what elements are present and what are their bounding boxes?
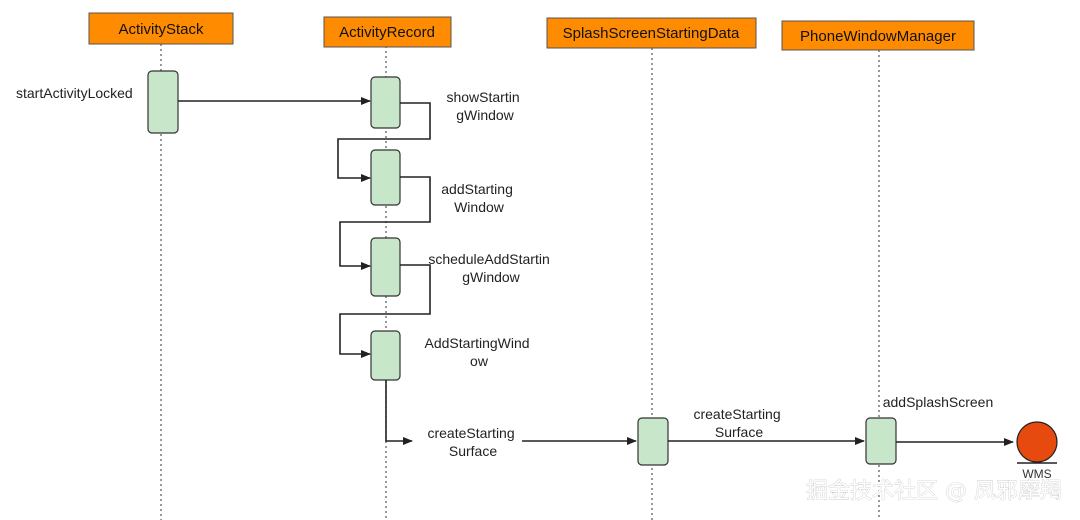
message-label-add-starting: addStarting Window bbox=[441, 181, 517, 215]
activation-bar bbox=[147, 70, 179, 134]
self-call-arrow-add-starting bbox=[339, 176, 431, 270]
watermark: 掘金技术社区 @ 凤邪摩羯 bbox=[806, 479, 1062, 504]
participant-phone-window-manager: PhoneWindowManager bbox=[781, 20, 975, 51]
message-label-schedule-add: scheduleAddStartin gWindow bbox=[428, 251, 553, 285]
wms-label: WMS bbox=[1022, 467, 1051, 481]
activation-bar bbox=[370, 330, 401, 381]
activation-bar bbox=[370, 149, 401, 206]
participant-activity-record: ActivityRecord bbox=[323, 16, 452, 48]
message-label-show-starting: showStartin gWindow bbox=[446, 89, 523, 123]
message-arrow-create-surface-1 bbox=[385, 380, 413, 445]
activation-bar bbox=[637, 417, 669, 466]
self-call-arrow-schedule-add bbox=[339, 264, 431, 358]
participant-label: ActivityRecord bbox=[339, 24, 435, 41]
message-label-add-splash: addSplashScreen bbox=[883, 394, 994, 410]
entity-circle-icon bbox=[1016, 421, 1058, 464]
activation-bar bbox=[370, 237, 401, 297]
message-label-create-surface-2: createStarting Surface bbox=[693, 406, 784, 440]
participant-label: SplashScreenStartingData bbox=[563, 25, 740, 42]
message-label-start-activity: startActivityLocked bbox=[16, 85, 133, 101]
self-call-arrow-show-starting bbox=[337, 102, 431, 182]
message-label-create-surface-1: createStarting Surface bbox=[427, 425, 518, 459]
participant-label: PhoneWindowManager bbox=[800, 28, 956, 45]
activation-bar bbox=[370, 76, 401, 129]
activation-bar bbox=[865, 417, 897, 465]
participant-splash-data: SplashScreenStartingData bbox=[546, 17, 757, 49]
participant-activity-stack: ActivityStack bbox=[88, 12, 234, 45]
participant-label: ActivityStack bbox=[118, 21, 204, 38]
message-label-add-starting-wind-ow: AddStartingWind ow bbox=[425, 335, 534, 369]
